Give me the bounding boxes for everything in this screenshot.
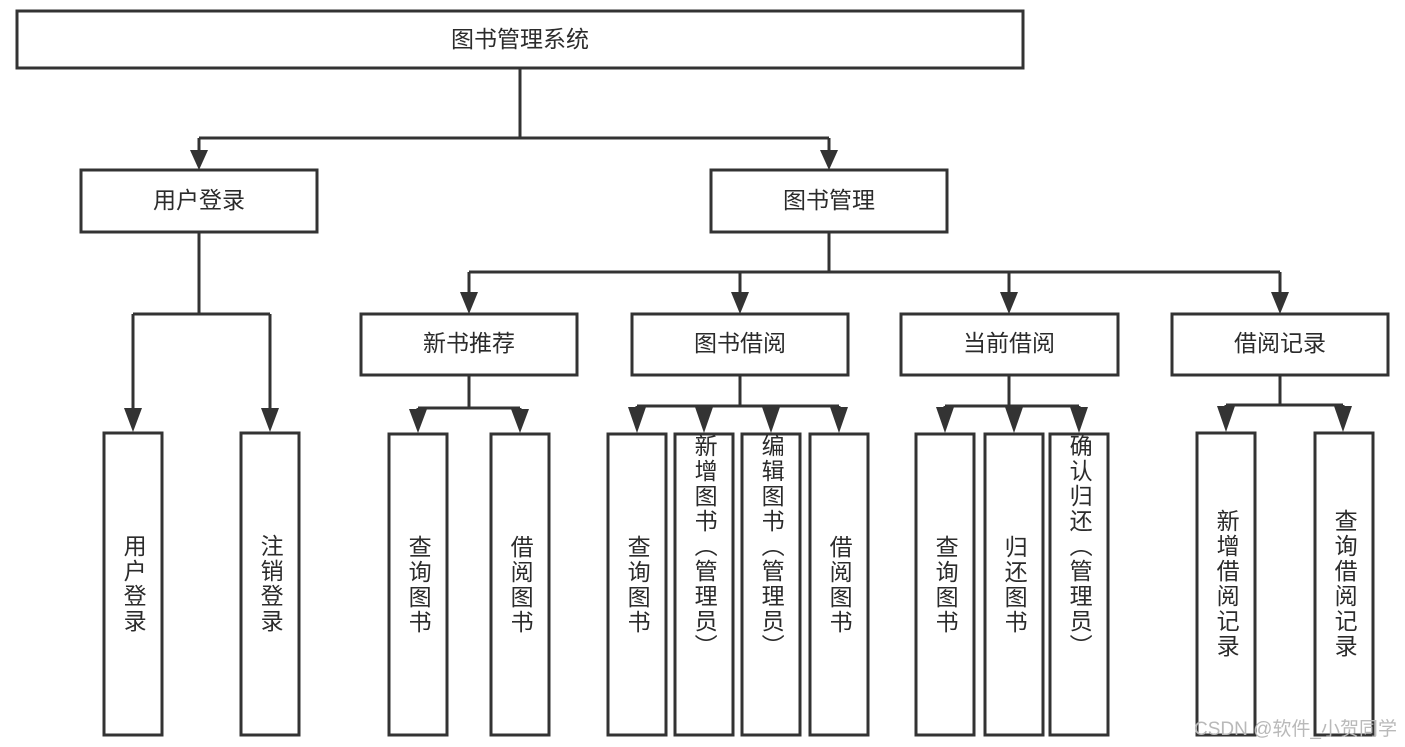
node-current-borrow-box[interactable] (899, 312, 1120, 377)
leaf-box-query-book-1[interactable] (387, 432, 449, 737)
arrow-head-leaf-user-login (124, 408, 142, 432)
node-new-book-recommend[interactable]: 新书推荐 (359, 312, 579, 377)
arrow-head-leaf-query-book-1 (409, 409, 427, 433)
leaf-box-edit-book[interactable] (740, 432, 802, 737)
leaf-box-return-book[interactable] (983, 432, 1045, 737)
leaf-box-add-record[interactable] (1195, 431, 1257, 737)
node-new-book-recommend-label: 新书推荐 (423, 330, 515, 356)
node-borrow-record[interactable]: 借阅记录 (1170, 312, 1390, 377)
node-current-borrow[interactable]: 当前借阅 (899, 312, 1120, 377)
arrow-head-leaf-add-record (1217, 406, 1235, 432)
arrow-head-leaf-query-record (1334, 406, 1352, 432)
arrow-head-current-borrow (1000, 292, 1018, 314)
leaf-box-user-login[interactable] (102, 431, 164, 737)
leaf-box-borrow-book-1[interactable] (489, 432, 551, 737)
node-user-login-label: 用户登录 (153, 187, 245, 213)
arrow-head-leaf-query-book-2 (628, 407, 646, 433)
node-book-management-box[interactable] (709, 168, 949, 234)
node-book-borrow-box[interactable] (630, 312, 850, 377)
arrow-head-leaf-return-book (1005, 407, 1023, 433)
node-book-management-label: 图书管理 (783, 187, 875, 213)
node-user-login[interactable]: 用户登录 (79, 168, 319, 234)
arrow-head-leaf-borrow-book-2 (830, 407, 848, 433)
arrow-head-leaf-logout-login (261, 408, 279, 432)
leaf-box-borrow-book-2[interactable] (808, 432, 870, 737)
arrow-head-borrow-record (1271, 292, 1289, 314)
node-book-borrow-label: 图书借阅 (694, 330, 786, 356)
node-book-management[interactable]: 图书管理 (709, 168, 949, 234)
node-user-login-box[interactable] (79, 168, 319, 234)
node-current-borrow-label: 当前借阅 (963, 330, 1055, 356)
node-new-book-recommend-box[interactable] (359, 312, 579, 377)
node-book-borrow[interactable]: 图书借阅 (630, 312, 850, 377)
connector-group (124, 68, 1352, 433)
arrow-head-leaf-add-book (695, 407, 713, 433)
leaf-box-query-record[interactable] (1313, 431, 1375, 737)
watermark-text: CSDN @软件_小贺同学 (1194, 719, 1397, 740)
leaf-box-query-book-2[interactable] (606, 432, 668, 737)
arrow-head-new-book-recommend (460, 292, 478, 314)
node-root-box[interactable] (15, 9, 1025, 70)
arrow-head-book-management (820, 150, 838, 170)
leaf-box-add-book[interactable] (673, 432, 735, 737)
node-root-label: 图书管理系统 (451, 26, 589, 52)
node-root[interactable]: 图书管理系统 (15, 9, 1025, 70)
arrow-head-leaf-borrow-book-1 (511, 409, 529, 433)
arrow-head-book-borrow (731, 292, 749, 314)
leaf-box-logout-login[interactable] (239, 431, 301, 737)
leaf-box-query-book-3[interactable] (914, 432, 976, 737)
arrow-head-leaf-confirm-return (1070, 407, 1088, 433)
arrow-head-leaf-query-book-3 (936, 407, 954, 433)
node-borrow-record-box[interactable] (1170, 312, 1390, 377)
arrow-head-leaf-edit-book (762, 407, 780, 433)
node-borrow-record-label: 借阅记录 (1234, 330, 1326, 356)
arrow-head-user-login (190, 150, 208, 170)
leaf-box-confirm-return[interactable] (1048, 432, 1110, 737)
leaf-node-group (102, 431, 1375, 737)
